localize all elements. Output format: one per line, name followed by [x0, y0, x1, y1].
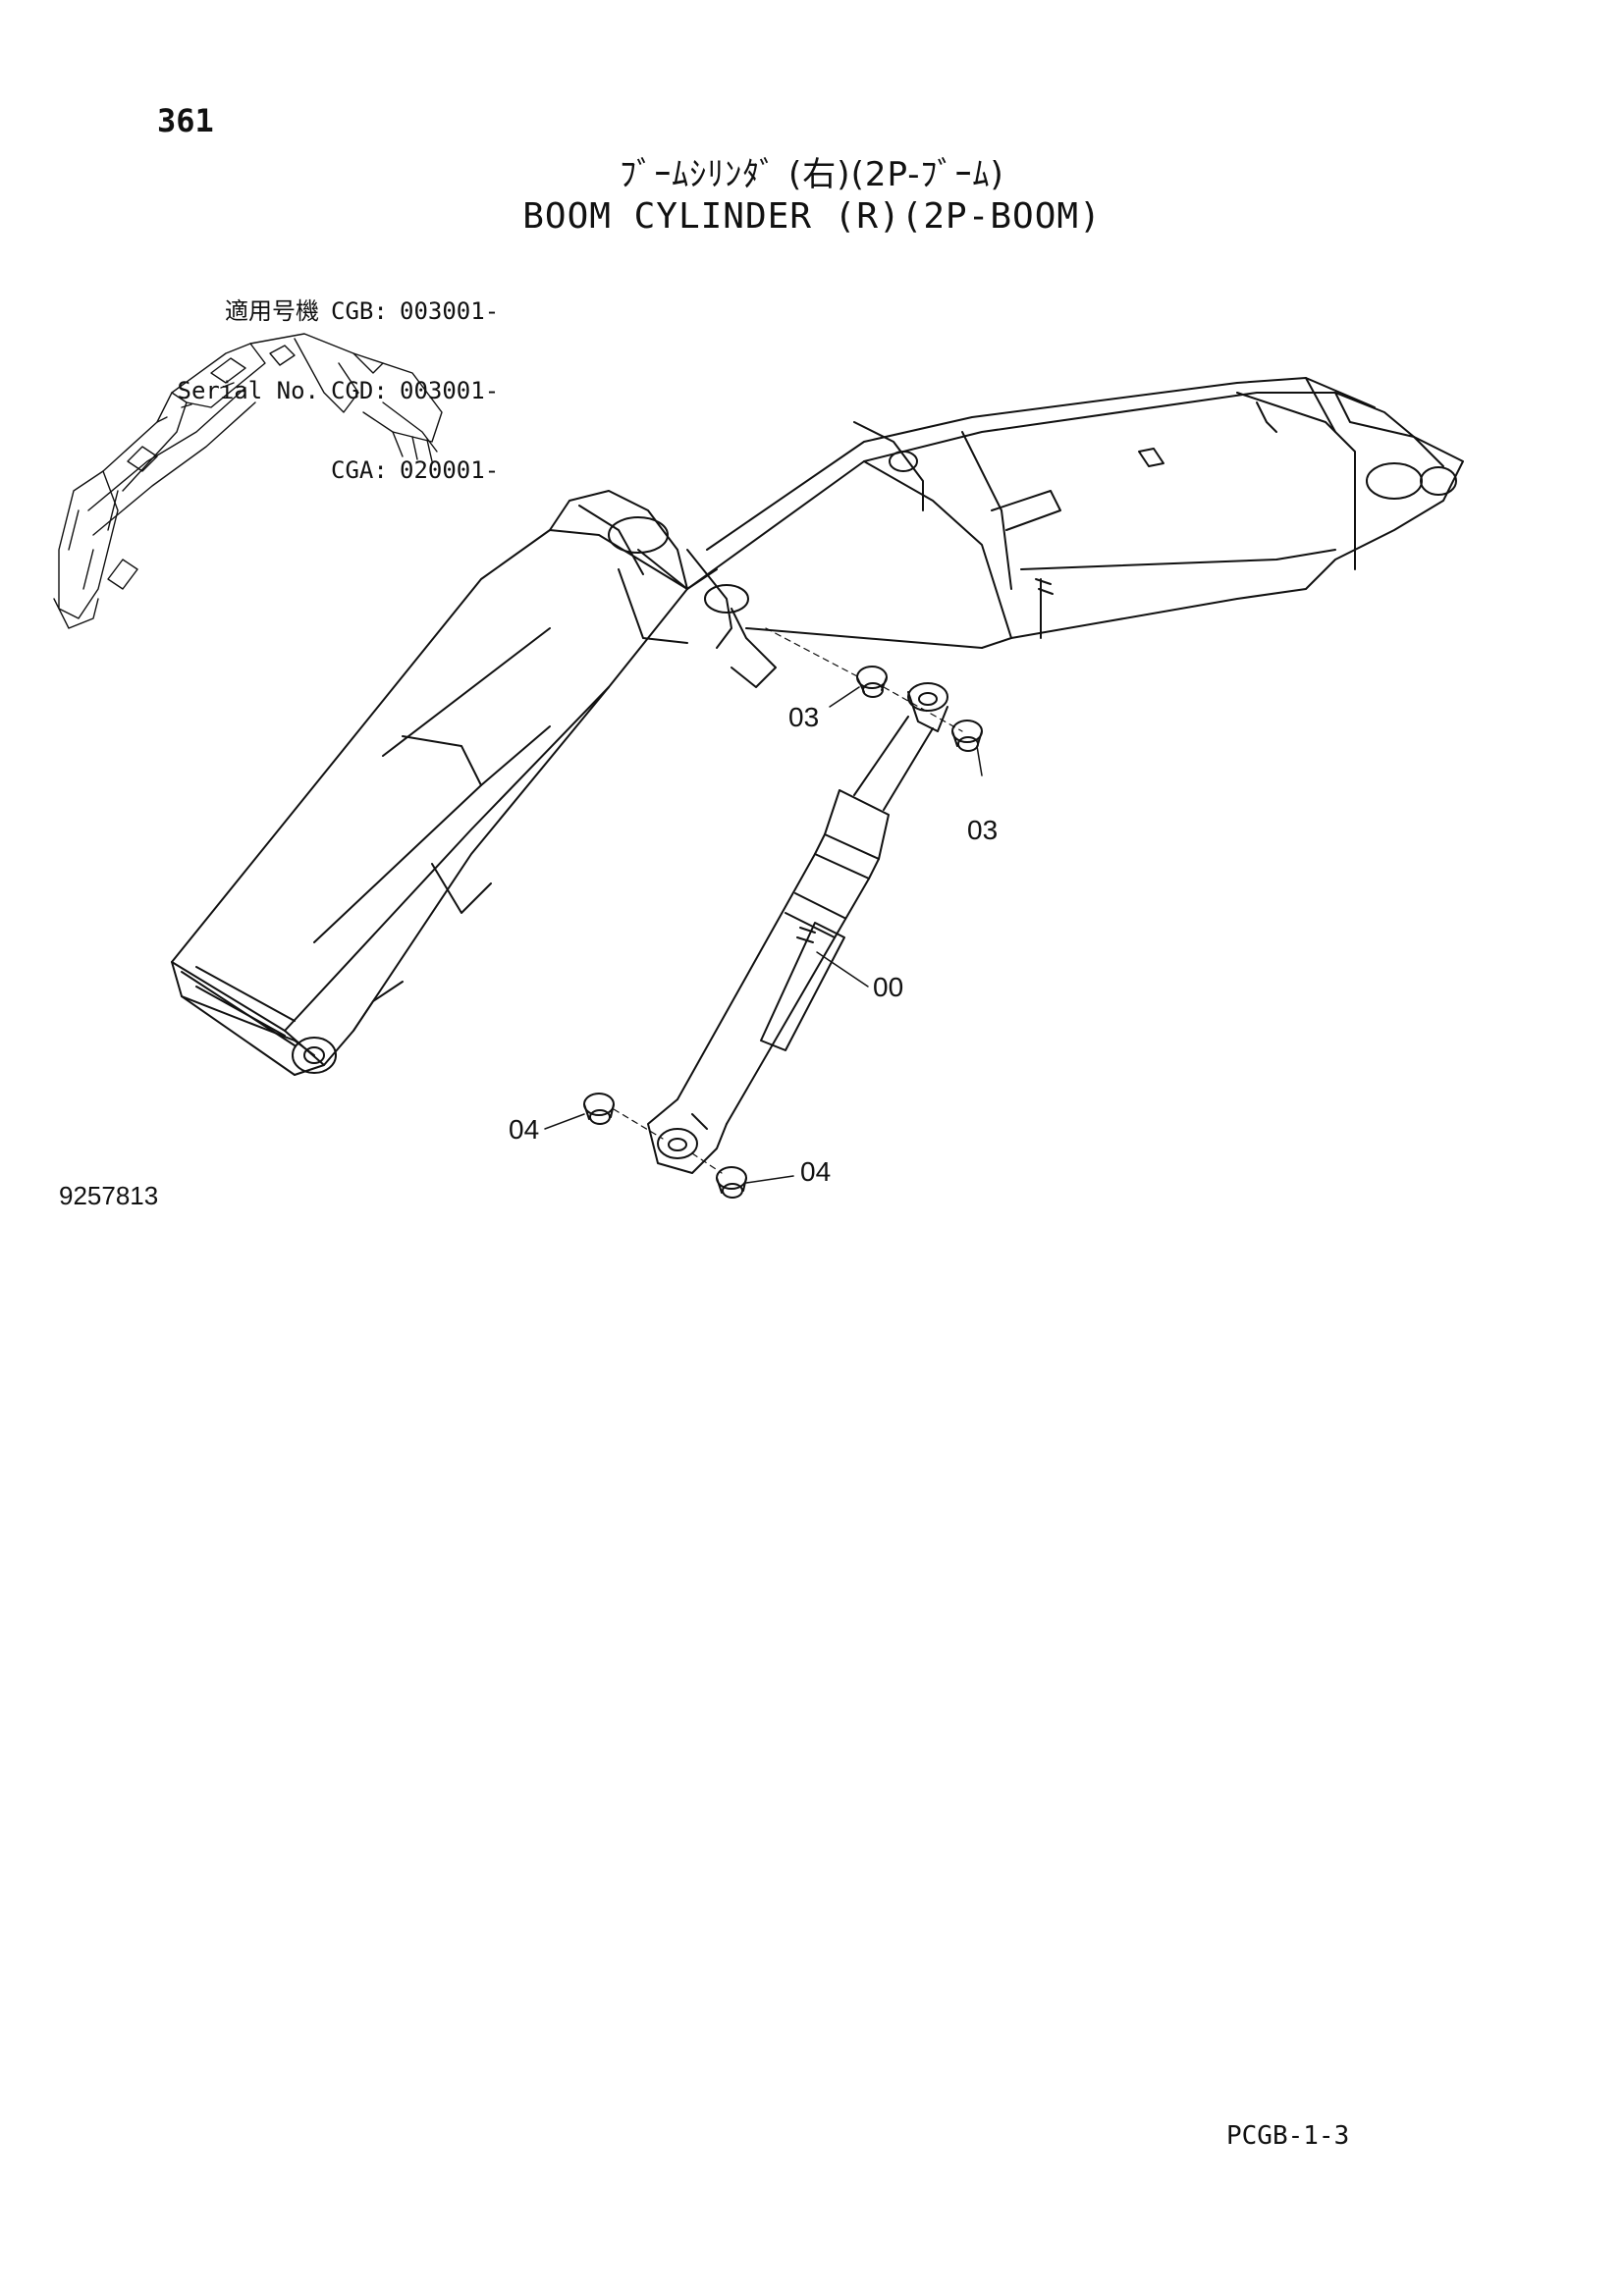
serial-row: Serial No. CGD: 003001- [147, 377, 500, 404]
bushing-03-right [951, 720, 983, 752]
serial-value: 020001- [400, 456, 500, 484]
leader-lines [544, 686, 983, 1184]
serial-model: CGA: [331, 456, 388, 484]
bushings [583, 666, 983, 1199]
serial-row: 適用号機 CGB: 003001- [147, 298, 499, 325]
page-code: PCGB-1-3 [1226, 2121, 1350, 2151]
callout-04-left[interactable]: 04 [509, 1114, 540, 1145]
serial-label: Serial No. [177, 377, 320, 404]
serial-label-japanese: 適用号機 [225, 297, 319, 325]
bushing-03-upper [856, 666, 888, 698]
bushing-04-lower [716, 1166, 747, 1199]
callout-04-right[interactable]: 04 [800, 1156, 832, 1187]
serial-row: CGA: 020001- [147, 457, 499, 484]
page-number: 361 [157, 102, 214, 139]
bushing-04-upper [583, 1093, 615, 1125]
attachment-thumbnail [53, 333, 443, 629]
serial-model: CGB: [331, 297, 388, 325]
boom-cylinder [647, 682, 948, 1174]
callout-03-right[interactable]: 03 [967, 815, 999, 845]
callout-03-upper[interactable]: 03 [788, 702, 820, 732]
serial-value: 003001- [400, 377, 500, 404]
boom-structure [171, 377, 1464, 1076]
serial-label-spacer [147, 457, 331, 484]
page-title: BOOM CYLINDER (R)(2P-BOOM) [522, 196, 1102, 237]
figure-code: 9257813 [59, 1181, 159, 1210]
serial-model: CGD: [331, 377, 388, 404]
callout-00[interactable]: 00 [873, 972, 904, 1002]
page-title-japanese: ﾌﾞｰﾑｼﾘﾝﾀﾞ (右)(2P-ﾌﾞｰﾑ) [620, 155, 1004, 194]
serial-value: 003001- [400, 297, 500, 325]
alignment-lines [613, 627, 963, 1174]
serial-applicability-block: 適用号機 CGB: 003001- Serial No. CGD: 003001… [147, 245, 500, 510]
